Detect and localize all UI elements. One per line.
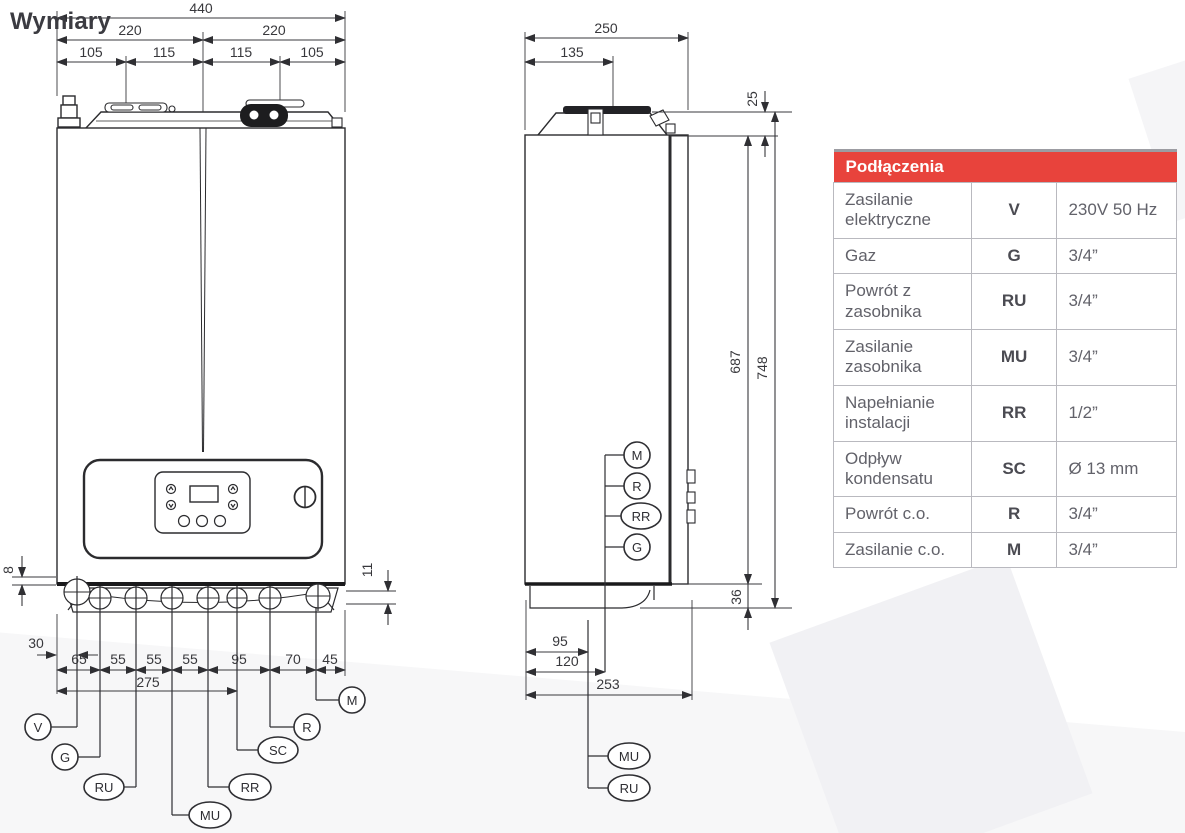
table-row: Zasilanie elektryczne V 230V 50 Hz	[833, 182, 1177, 239]
table-row: Zasilanie zasobnika MU 3/4”	[833, 328, 1177, 386]
side-rear-stubs	[686, 469, 696, 524]
side-port-m: M	[632, 448, 643, 463]
conn-value: 230V 50 Hz	[1056, 182, 1177, 239]
dim-side-rear2: 120	[555, 653, 579, 669]
port-label-g: G	[60, 750, 70, 765]
front-valve	[57, 95, 81, 128]
front-dimensions: 440 220 220 105 115 115 105 8 11 30 65 5…	[0, 0, 396, 695]
dim-side-rear1: 95	[552, 633, 568, 649]
conn-name: Zasilanie c.o.	[833, 531, 972, 569]
port-label-rr: RR	[241, 780, 260, 795]
dim-front-b1: 65	[71, 651, 87, 667]
conn-value: 1/2”	[1056, 384, 1177, 442]
side-dimensions: 250 135 25 687 748 36 95 120 253	[524, 20, 792, 700]
dim-side-flue: 135	[560, 44, 584, 60]
conn-name: Zasilanie elektryczne	[833, 182, 972, 239]
dim-front-b3: 55	[146, 651, 162, 667]
side-port-mu: MU	[619, 749, 639, 764]
dim-front-total: 440	[189, 0, 213, 16]
conn-name: Odpływ kondensatu	[833, 440, 972, 498]
side-bottom-bracket	[529, 586, 655, 609]
table-row: Odpływ kondensatu SC Ø 13 mm	[833, 440, 1177, 498]
dim-side-bottom: 36	[728, 589, 744, 605]
conn-value: 3/4”	[1056, 328, 1177, 386]
conn-code: RR	[970, 384, 1058, 442]
page-title: Wymiary	[10, 8, 112, 35]
conn-code: R	[970, 496, 1058, 533]
connections-table: Podłączenia Zasilanie elektryczne V 230V…	[833, 149, 1177, 569]
front-port-labels: V G RU MU RR SC R M	[24, 607, 366, 829]
dim-front-gap-left: 8	[0, 566, 16, 574]
dim-front-b6: 70	[285, 651, 301, 667]
conn-name: Zasilanie zasobnika	[833, 328, 972, 386]
dim-front-b4: 55	[182, 651, 198, 667]
side-port-labels: M R RR G MU RU	[587, 441, 662, 802]
dim-front-q4: 105	[300, 44, 324, 60]
port-label-mu: MU	[200, 808, 220, 823]
panel-buttons	[165, 483, 239, 528]
port-label-ru: RU	[95, 780, 114, 795]
side-port-ru: RU	[620, 781, 639, 796]
conn-code: MU	[970, 328, 1058, 386]
front-flue-adapter	[240, 99, 305, 127]
dim-front-b7: 45	[322, 651, 338, 667]
dim-side-body-height: 687	[727, 350, 743, 374]
side-port-r: R	[632, 479, 641, 494]
conn-name: Napełnianie instalacji	[833, 384, 972, 442]
front-pipes	[63, 576, 331, 611]
table-row: Gaz G 3/4”	[833, 237, 1177, 275]
control-panel	[82, 458, 324, 560]
conn-name: Gaz	[833, 237, 972, 275]
panel-display	[189, 485, 219, 503]
port-label-m: M	[347, 693, 358, 708]
side-view-boiler	[524, 106, 696, 609]
conn-name: Powrót c.o.	[833, 496, 972, 533]
dim-front-q1: 105	[79, 44, 103, 60]
dim-front-half-right: 220	[262, 22, 286, 38]
table-header: Podłączenia	[833, 150, 1177, 183]
dim-side-total-height: 748	[754, 356, 770, 380]
connections-table-wrap: Podłączenia Zasilanie elektryczne V 230V…	[833, 149, 1177, 569]
dim-front-b2: 55	[110, 651, 126, 667]
table-row: Powrót c.o. R 3/4”	[833, 496, 1177, 533]
front-vent-left	[104, 102, 176, 113]
dimension-drawing: 440 220 220 105 115 115 105 8 11 30 65 5…	[0, 0, 792, 829]
port-label-sc: SC	[269, 743, 287, 758]
table-row: Napełnianie instalacji RR 1/2”	[833, 384, 1177, 442]
dim-side-top: 25	[744, 91, 760, 107]
port-label-r: R	[302, 720, 311, 735]
dim-front-b5: 95	[231, 651, 247, 667]
conn-value: 3/4”	[1056, 237, 1177, 275]
table-row: Zasilanie c.o. M 3/4”	[833, 531, 1177, 569]
panel-knob	[293, 485, 317, 509]
front-view-boiler	[56, 95, 346, 613]
side-port-g: G	[632, 540, 642, 555]
dim-front-q3: 115	[230, 44, 253, 60]
dim-side-depth-bottom: 253	[596, 676, 620, 692]
table-row: Powrót z zasobnika RU 3/4”	[833, 273, 1177, 330]
port-label-v: V	[34, 720, 43, 735]
side-port-rr: RR	[632, 509, 651, 524]
conn-code: G	[970, 237, 1058, 275]
dim-front-offset-first: 30	[28, 635, 44, 651]
conn-value: 3/4”	[1056, 273, 1177, 330]
conn-value: Ø 13 mm	[1056, 440, 1177, 498]
dim-front-span: 275	[136, 674, 160, 690]
dim-front-gap-right: 11	[359, 563, 375, 578]
conn-value: 3/4”	[1056, 531, 1177, 569]
dim-front-half-left: 220	[118, 22, 142, 38]
conn-code: RU	[970, 273, 1058, 330]
conn-value: 3/4”	[1056, 496, 1177, 533]
conn-name: Powrót z zasobnika	[833, 273, 972, 330]
dim-front-q2: 115	[153, 44, 176, 60]
conn-code: M	[970, 531, 1058, 569]
conn-code: V	[970, 182, 1058, 239]
conn-code: SC	[970, 440, 1058, 498]
dim-side-depth: 250	[594, 20, 618, 36]
